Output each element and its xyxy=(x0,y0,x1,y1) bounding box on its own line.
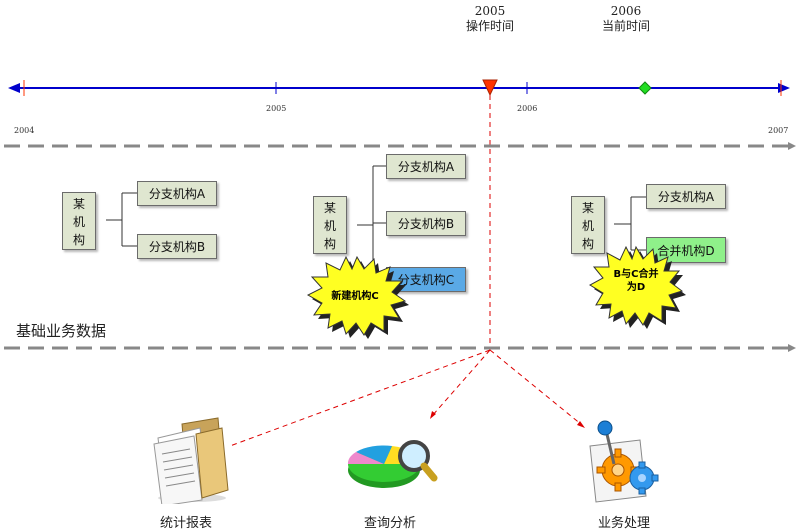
function-label-report: 统计报表 xyxy=(159,516,212,531)
new-branch-burst xyxy=(306,255,409,339)
link-to-process-arrow xyxy=(577,421,585,428)
org1-connectors xyxy=(106,192,137,247)
current-time-year: 2006 xyxy=(610,4,642,18)
timeline-left-arrow xyxy=(8,83,20,93)
timeline-tick-label-2006: 2006 xyxy=(517,104,538,113)
org3-branch-a[interactable]: 分支机构A xyxy=(646,184,726,209)
operation-time-text: 操作时间 xyxy=(465,19,514,33)
timeline-end-label: 2007 xyxy=(768,126,789,135)
org3-root-char-2: 机 xyxy=(581,219,594,233)
operation-time-year: 2005 xyxy=(474,4,506,18)
org3-root-char-1: 某 xyxy=(581,201,594,215)
new-branch-burst-text: 新建机构C xyxy=(331,291,379,302)
operation-time-label: 2005 操作时间 xyxy=(440,4,540,34)
merge-burst-text: B与C合并 为D xyxy=(590,268,682,294)
pie-chart-magnifier-icon[interactable] xyxy=(342,434,438,496)
separator-bottom-arrow xyxy=(788,344,796,352)
org1-branch-a[interactable]: 分支机构A xyxy=(137,181,217,206)
function-label-query: 查询分析 xyxy=(363,516,416,531)
org1-branch-b[interactable]: 分支机构B xyxy=(137,234,217,259)
org2-root-char-2: 机 xyxy=(323,219,336,233)
org3-root-char-3: 构 xyxy=(581,237,594,251)
merge-burst-line1: B与C合并 xyxy=(613,269,659,280)
timeline-tick-label-2005: 2005 xyxy=(266,104,287,113)
current-time-label: 2006 当前时间 xyxy=(576,4,676,34)
link-to-query-arrow xyxy=(430,411,436,419)
org1-root-char-3: 构 xyxy=(72,233,85,247)
org2-root-char-3: 构 xyxy=(323,237,336,251)
org2-root-char-1: 某 xyxy=(323,201,336,215)
org1-root-char-2: 机 xyxy=(72,215,85,229)
merge-burst-line2: 为D xyxy=(626,282,646,293)
org3-connectors xyxy=(614,196,646,251)
current-time-marker[interactable] xyxy=(638,81,652,95)
org1-root-node[interactable]: 某 机 构 xyxy=(62,192,96,250)
current-time-text: 当前时间 xyxy=(601,19,650,33)
timeline-start-label: 2004 xyxy=(14,126,35,135)
timeline-right-arrow xyxy=(778,83,790,93)
link-to-query xyxy=(431,349,491,417)
separator-top-arrow xyxy=(788,142,796,150)
function-label-process: 业务处理 xyxy=(597,516,650,531)
link-to-report xyxy=(229,349,491,447)
report-folder-icon[interactable] xyxy=(148,414,230,504)
operation-time-marker[interactable] xyxy=(482,79,498,97)
gears-joystick-icon[interactable] xyxy=(584,418,664,504)
link-to-process xyxy=(489,349,583,426)
org3-branch-d-merged[interactable]: 合并机构D xyxy=(646,237,726,263)
org1-root-char-1: 某 xyxy=(72,197,85,211)
org2-root-node[interactable]: 某 机 构 xyxy=(313,196,347,254)
merge-burst xyxy=(588,245,686,329)
org2-branch-a[interactable]: 分支机构A xyxy=(386,154,466,179)
org3-root-node[interactable]: 某 机 构 xyxy=(571,196,605,254)
org2-branch-b[interactable]: 分支机构B xyxy=(386,211,466,236)
section-label: 基础业务数据 xyxy=(16,322,107,340)
